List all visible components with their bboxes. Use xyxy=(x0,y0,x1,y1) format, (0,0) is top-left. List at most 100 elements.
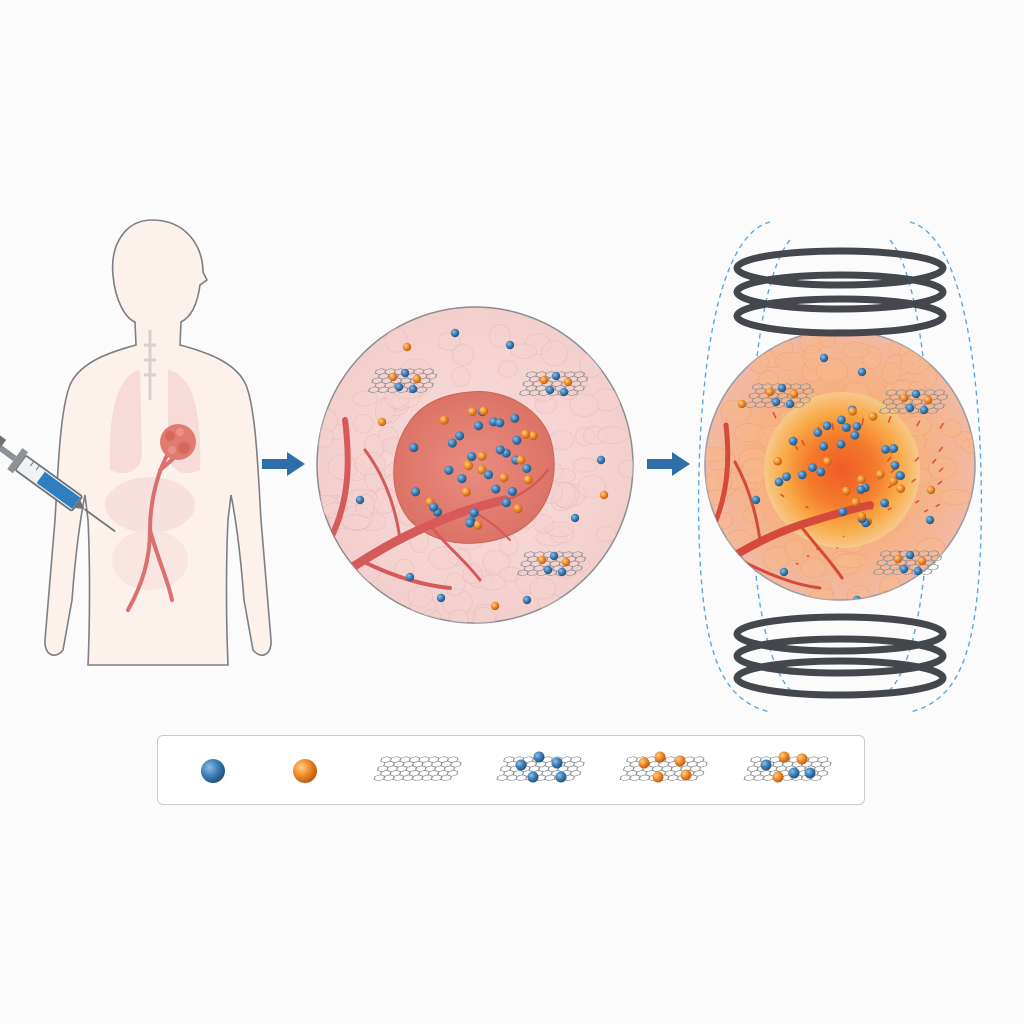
blue-nanoparticle-icon xyxy=(555,771,567,783)
injection-panel xyxy=(0,219,272,666)
blue-nanoparticle-icon xyxy=(444,465,454,475)
blue-nanoparticle-icon xyxy=(409,442,419,453)
orange-nanoparticle-icon xyxy=(377,417,387,427)
orange-nanoparticle-icon xyxy=(463,461,474,471)
blue-nanoparticle-icon xyxy=(925,515,935,525)
blue-nanoparticle-icon xyxy=(751,495,761,505)
blue-nanoparticle-icon xyxy=(495,445,505,455)
syringe-icon xyxy=(0,435,116,533)
legend-icons xyxy=(201,751,832,783)
orange-nanoparticle-icon xyxy=(868,411,878,421)
blue-nanoparticle-icon xyxy=(201,759,225,783)
blue-nanoparticle-icon xyxy=(760,759,772,771)
blue-nanoparticle-icon xyxy=(856,485,866,494)
blue-nanoparticle-icon xyxy=(551,757,563,769)
blue-nanoparticle-icon xyxy=(355,495,365,505)
blue-nanoparticle-icon xyxy=(822,421,832,431)
blue-nanoparticle-icon xyxy=(808,463,817,472)
orange-nanoparticle-icon xyxy=(293,759,317,783)
orange-nanoparticle-icon xyxy=(875,470,885,479)
blue-nanoparticle-icon xyxy=(857,367,867,377)
blue-nanoparticle-icon xyxy=(838,507,848,517)
blue-nanoparticle-icon xyxy=(841,423,851,432)
orange-nanoparticle-icon xyxy=(680,769,692,781)
magnetic-hyperthermia-panel xyxy=(697,221,983,713)
orange-nanoparticle-icon xyxy=(926,485,936,495)
blue-nanoparticle-icon xyxy=(201,759,225,783)
blue-nanoparticle-icon xyxy=(788,436,798,446)
blue-nanoparticle-icon xyxy=(447,438,457,448)
orange-nanoparticle-icon xyxy=(638,757,650,769)
orange-nanoparticle-icon xyxy=(654,751,666,763)
blue-nanoparticle-icon xyxy=(491,484,501,494)
blue-nanoparticle-icon xyxy=(465,518,475,528)
tumor-accumulation-panel xyxy=(316,306,634,624)
blue-nanoparticle-icon xyxy=(804,767,816,779)
arrow-right-icon xyxy=(262,452,305,476)
orange-nanoparticle-icon xyxy=(652,771,664,783)
blue-nanoparticle-icon xyxy=(469,508,479,518)
blue-nanoparticle-icon xyxy=(473,421,484,431)
blue-nanoparticle-icon xyxy=(483,470,494,480)
blue-nanoparticle-icon xyxy=(889,444,899,453)
blue-nanoparticle-icon xyxy=(455,431,465,441)
graphene-blue-nanoparticle-icon xyxy=(496,751,585,783)
graphene-sheet-icon xyxy=(373,756,462,782)
orange-nanoparticle-icon xyxy=(857,511,867,521)
orange-nanoparticle-icon xyxy=(490,601,500,611)
heated-tumor-icon xyxy=(764,392,920,548)
blue-nanoparticle-icon xyxy=(429,502,439,512)
blue-nanoparticle-icon xyxy=(596,455,606,465)
orange-nanoparticle-icon xyxy=(477,465,487,475)
blue-nanoparticle-icon xyxy=(852,421,862,431)
orange-nanoparticle-icon xyxy=(439,415,449,425)
blue-nanoparticle-icon xyxy=(788,767,800,779)
orange-nanoparticle-icon xyxy=(521,429,531,439)
blue-nanoparticle-icon xyxy=(819,441,829,451)
orange-nanoparticle-icon xyxy=(473,520,483,530)
orange-nanoparticle-icon xyxy=(516,455,526,465)
magnetic-coil-icon xyxy=(733,613,947,699)
orange-nanoparticle-icon xyxy=(674,755,686,767)
arrow-right-icon xyxy=(647,452,690,476)
blue-nanoparticle-icon xyxy=(522,595,532,605)
orange-nanoparticle-icon xyxy=(856,475,866,484)
orange-nanoparticle-icon xyxy=(513,504,523,514)
human-body-icon xyxy=(44,219,272,666)
blue-nanoparticle-icon xyxy=(495,418,505,428)
blue-nanoparticle-icon xyxy=(880,498,889,508)
blue-nanoparticle-icon xyxy=(507,486,518,497)
orange-nanoparticle-icon xyxy=(896,484,906,494)
blue-nanoparticle-icon xyxy=(890,461,900,470)
blue-nanoparticle-icon xyxy=(410,487,421,497)
blue-nanoparticle-icon xyxy=(881,444,890,454)
blue-nanoparticle-icon xyxy=(837,415,846,425)
blue-nanoparticle-icon xyxy=(797,470,807,480)
legend-box xyxy=(157,735,865,805)
orange-nanoparticle-icon xyxy=(293,759,317,783)
orange-nanoparticle-icon xyxy=(477,451,487,461)
graphene-orange-nanoparticle-icon xyxy=(619,751,708,783)
orange-nanoparticle-icon xyxy=(889,476,898,486)
orange-nanoparticle-icon xyxy=(528,431,538,441)
nanoparticle-group xyxy=(737,353,936,600)
orange-nanoparticle-icon xyxy=(499,473,509,483)
blue-nanoparticle-icon xyxy=(405,572,415,582)
blue-nanoparticle-icon xyxy=(467,451,477,462)
graphene-sheet-icon xyxy=(743,756,832,782)
blue-nanoparticle-icon xyxy=(527,771,539,783)
magnetic-field-icon xyxy=(697,221,983,713)
graphene-sheet-icon xyxy=(373,756,462,782)
tumor-icon xyxy=(160,424,196,460)
graphene-mixed-nanoparticle-icon xyxy=(743,751,832,783)
blue-nanoparticle-icon xyxy=(813,428,823,437)
blue-nanoparticle-icon xyxy=(782,472,791,482)
blue-nanoparticle-icon xyxy=(515,759,527,771)
blue-nanoparticle-icon xyxy=(533,751,545,763)
blue-nanoparticle-icon xyxy=(505,340,515,350)
orange-nanoparticle-icon xyxy=(778,751,790,763)
blue-nanoparticle-icon xyxy=(819,353,829,363)
orange-nanoparticle-icon xyxy=(737,399,747,409)
orange-nanoparticle-icon xyxy=(773,456,783,466)
